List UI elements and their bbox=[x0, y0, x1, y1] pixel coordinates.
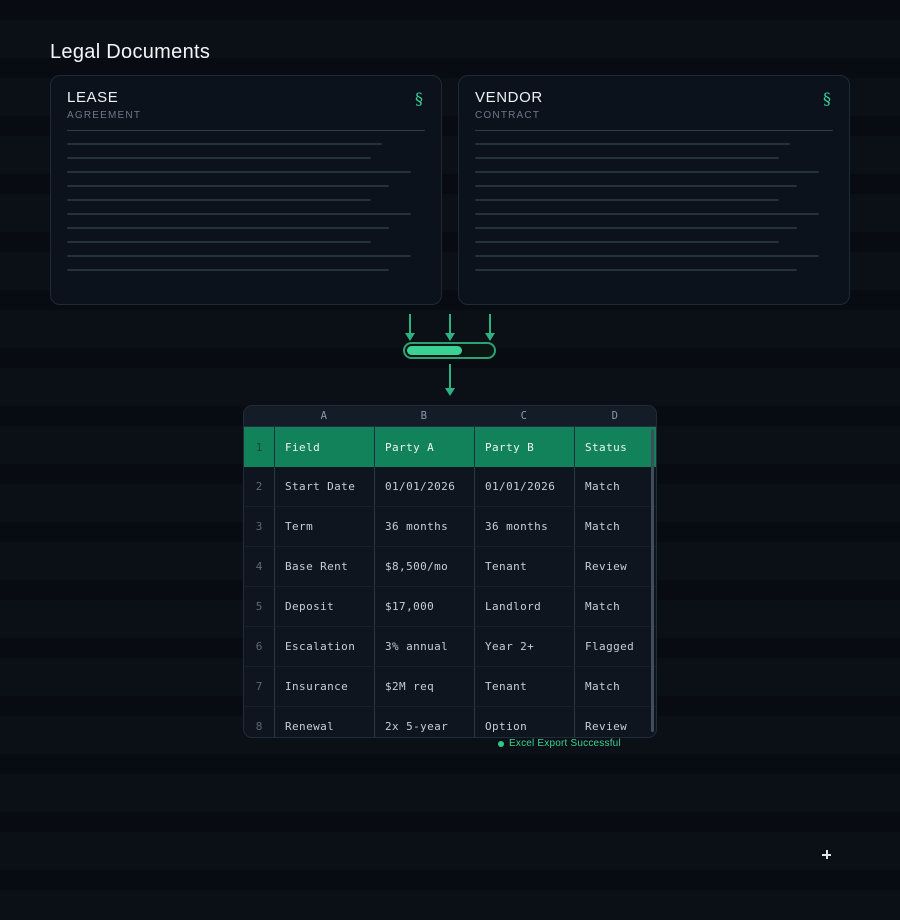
table-cell[interactable]: Tenant bbox=[474, 667, 574, 706]
table-cell[interactable]: Escalation bbox=[274, 627, 374, 666]
comparison-spreadsheet: A B C D 1 Field Party A Party B Status 2… bbox=[243, 405, 657, 738]
column-letter-c[interactable]: C bbox=[520, 410, 528, 422]
row-number[interactable]: 2 bbox=[255, 480, 263, 493]
text-line bbox=[67, 269, 390, 271]
table-cell[interactable]: Flagged bbox=[574, 627, 656, 666]
document-text-lines bbox=[475, 143, 833, 271]
table-cell[interactable]: $8,500/mo bbox=[374, 547, 474, 586]
export-status-toast: Excel Export Successful bbox=[498, 738, 621, 749]
document-title: VENDOR bbox=[475, 89, 543, 106]
section-sign-icon: § bbox=[823, 89, 831, 108]
cell-cursor-icon bbox=[822, 850, 831, 859]
arrow-down-icon bbox=[485, 314, 495, 341]
table-cell[interactable]: 01/01/2026 bbox=[474, 467, 574, 506]
text-line bbox=[475, 185, 798, 187]
header-cell-field[interactable]: Field bbox=[274, 427, 374, 467]
text-line bbox=[67, 143, 383, 145]
table-cell[interactable]: Year 2+ bbox=[474, 627, 574, 666]
text-line bbox=[67, 241, 372, 243]
status-dot-icon bbox=[498, 740, 504, 747]
header-cell-status[interactable]: Status bbox=[574, 427, 656, 467]
vertical-scrollbar[interactable] bbox=[651, 429, 654, 732]
header-cell-party-b[interactable]: Party B bbox=[474, 427, 574, 467]
text-line bbox=[67, 157, 372, 159]
arrow-down-icon bbox=[445, 314, 455, 341]
table-cell[interactable]: 36 months bbox=[474, 507, 574, 546]
page-title: Legal Documents bbox=[50, 41, 211, 63]
document-title: LEASE bbox=[67, 89, 119, 106]
text-line bbox=[67, 227, 390, 229]
table-cell[interactable]: Tenant bbox=[474, 547, 574, 586]
table-cell[interactable]: Deposit bbox=[274, 587, 374, 626]
column-letter-strip: A B C D bbox=[244, 406, 656, 427]
table-cell[interactable]: 01/01/2026 bbox=[374, 467, 474, 506]
progress-fill bbox=[407, 346, 463, 355]
text-line bbox=[475, 157, 780, 159]
text-line bbox=[67, 171, 411, 173]
table-cell[interactable]: Match bbox=[574, 667, 656, 706]
column-letter-d[interactable]: D bbox=[611, 410, 619, 422]
header-row: 1 Field Party A Party B Status bbox=[244, 427, 656, 467]
text-line bbox=[475, 255, 819, 257]
table-cell[interactable]: Term bbox=[274, 507, 374, 546]
text-line bbox=[67, 255, 411, 257]
row-number[interactable]: 1 bbox=[244, 427, 274, 467]
table-cell[interactable]: 2x 5-year bbox=[374, 707, 474, 737]
arrow-down-icon bbox=[445, 364, 455, 396]
table-cell[interactable]: 3% annual bbox=[374, 627, 474, 666]
section-sign-icon: § bbox=[415, 89, 423, 108]
processing-progress-bar bbox=[403, 342, 496, 359]
table-cell[interactable]: Renewal bbox=[274, 707, 374, 737]
row-number[interactable]: 3 bbox=[255, 520, 263, 533]
table-cell[interactable]: $17,000 bbox=[374, 587, 474, 626]
text-line bbox=[67, 199, 372, 201]
text-line bbox=[475, 171, 819, 173]
table-cell[interactable]: $2M req bbox=[374, 667, 474, 706]
table-cell[interactable]: Match bbox=[574, 467, 656, 506]
row-number[interactable]: 4 bbox=[255, 560, 263, 573]
table-cell[interactable]: Start Date bbox=[274, 467, 374, 506]
table-cell[interactable]: Landlord bbox=[474, 587, 574, 626]
table-cell[interactable]: Match bbox=[574, 507, 656, 546]
text-line bbox=[475, 143, 791, 145]
table-cell[interactable]: Insurance bbox=[274, 667, 374, 706]
document-text-lines bbox=[67, 143, 425, 271]
text-line bbox=[475, 213, 819, 215]
document-card-vendor[interactable]: VENDOR CONTRACT § bbox=[458, 75, 850, 305]
divider bbox=[67, 130, 425, 131]
table-cell[interactable]: Base Rent bbox=[274, 547, 374, 586]
text-line bbox=[475, 269, 798, 271]
divider bbox=[475, 130, 833, 131]
row-number[interactable]: 5 bbox=[255, 600, 263, 613]
arrow-down-icon bbox=[405, 314, 415, 341]
column-letter-b[interactable]: B bbox=[420, 410, 428, 422]
text-line bbox=[475, 199, 780, 201]
text-line bbox=[67, 185, 390, 187]
document-card-lease[interactable]: LEASE AGREEMENT § bbox=[50, 75, 442, 305]
text-line bbox=[67, 213, 411, 215]
status-label: Excel Export Successful bbox=[509, 738, 621, 749]
document-subtitle: CONTRACT bbox=[475, 110, 541, 121]
document-subtitle: AGREEMENT bbox=[67, 110, 142, 121]
row-number[interactable]: 7 bbox=[255, 680, 263, 693]
column-letter-a[interactable]: A bbox=[320, 410, 328, 422]
table-cell[interactable]: Review bbox=[574, 547, 656, 586]
text-line bbox=[475, 227, 798, 229]
table-cell[interactable]: Match bbox=[574, 587, 656, 626]
row-number[interactable]: 6 bbox=[255, 640, 263, 653]
table-cell[interactable]: Option bbox=[474, 707, 574, 737]
row-number[interactable]: 8 bbox=[255, 720, 263, 733]
table-cell[interactable]: 36 months bbox=[374, 507, 474, 546]
header-cell-party-a[interactable]: Party A bbox=[374, 427, 474, 467]
text-line bbox=[475, 241, 780, 243]
table-cell[interactable]: Review bbox=[574, 707, 656, 737]
